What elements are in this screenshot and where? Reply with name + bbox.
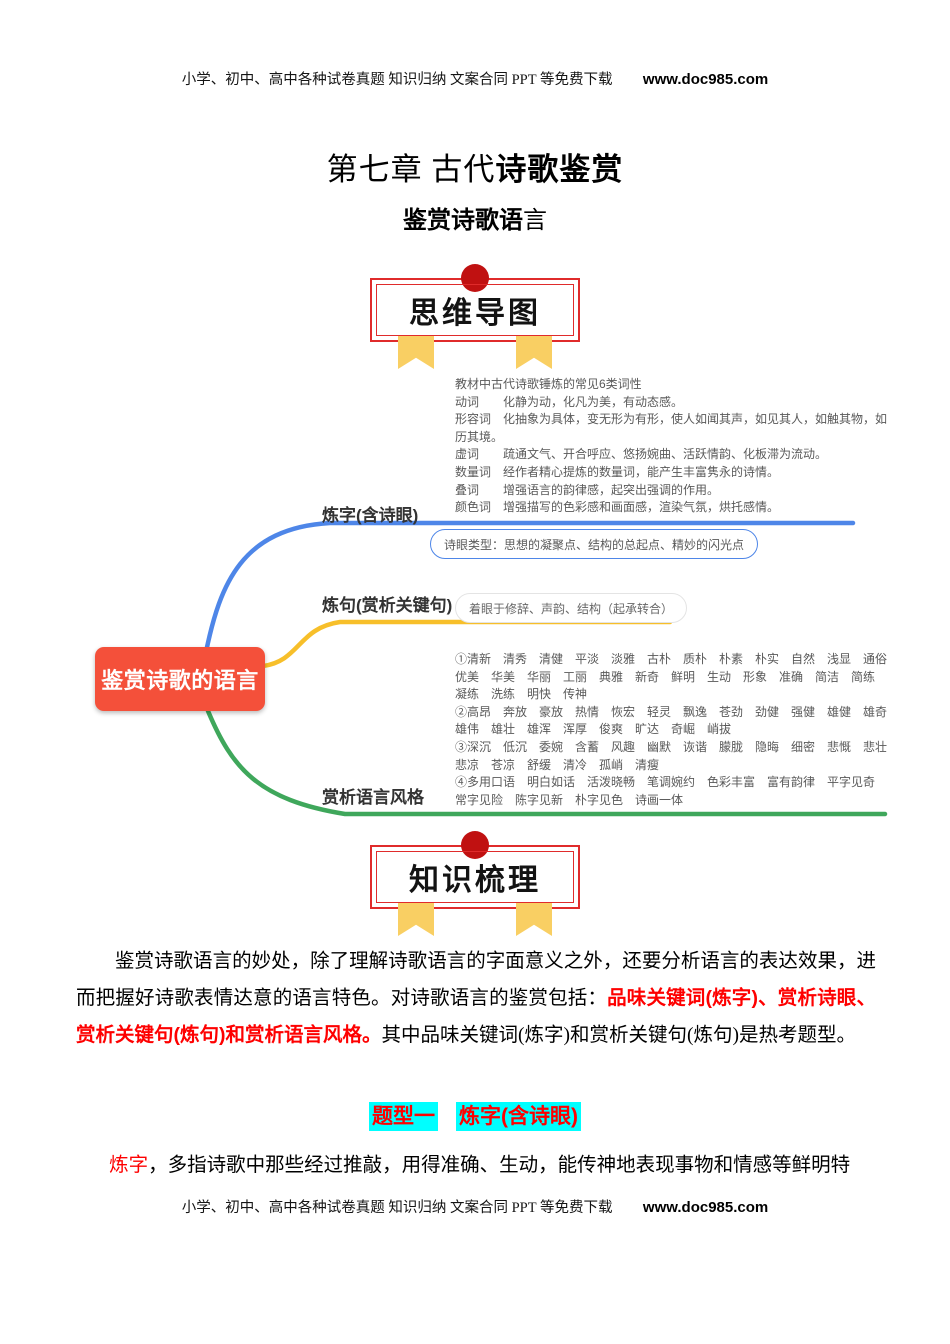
footer-promo-text: 小学、初中、高中各种试卷真题 知识归纳 文案合同 PPT 等免费下载: [181, 1200, 613, 1216]
ribbon-icon: [398, 903, 434, 936]
word-class-note-line: 形容词 化抽象为具体，变无形为有形，使人如闻其声，如见其人，如触其物，如历其境。: [455, 412, 888, 444]
lesson-subtitle-tail: 言: [523, 208, 547, 234]
style-group-line: ①清新 清秀 清健 平淡 淡雅 古朴 质朴 朴素 朴实 自然 浅显 通俗 优美 …: [455, 652, 900, 702]
intro-paragraph-tail: 其中品味关键词(炼字)和赏析关键句(炼句)是热考题型。: [381, 1025, 856, 1046]
branch-line-lianzi: [203, 520, 856, 655]
style-list: ①清新 清秀 清健 平淡 淡雅 古朴 质朴 朴素 朴实 自然 浅显 通俗 优美 …: [455, 651, 900, 809]
mindmap-branch-lines: [203, 520, 888, 817]
section-heading-number: 题型一: [369, 1102, 438, 1131]
lesson-subtitle-main: 鉴赏诗歌语: [403, 207, 523, 234]
knowledge-badge-label: 知识梳理: [376, 851, 574, 903]
word-class-note-line: 颜色词 增强描写的色彩感和画面感，渲染气氛，烘托感情。: [455, 500, 780, 515]
chapter-title-emphasis: 诗歌鉴赏: [495, 152, 624, 187]
branch-line-fengge: [205, 708, 888, 817]
style-group-line: ②高昂 奔放 豪放 热情 恢宏 轻灵 飘逸 苍劲 劲健 强健 雄健 雄奇 雄伟 …: [455, 704, 900, 737]
header-site-url: www.doc985.com: [642, 71, 769, 88]
section-heading: 题型一炼字(含诗眼): [0, 1100, 950, 1131]
ribbon-icon: [516, 336, 552, 369]
poem-eye-bubble: 诗眼类型：思想的凝聚点、结构的总起点、精妙的闪光点: [430, 529, 759, 559]
lianzi-paragraph-tail: ，多指诗歌中那些经过推敲，用得准确、生动，能传神地表现事物和情感等鲜明特: [148, 1155, 851, 1176]
badge-dot-icon: [461, 264, 489, 292]
word-class-note-line: 虚词 疏通文气、开合呼应、悠扬婉曲、活跃情韵、化板滞为流动。: [455, 447, 828, 462]
mindmap-root-node: 鉴赏诗歌的语言: [95, 647, 265, 711]
branch-label-lianzi: 炼字(含诗眼): [322, 506, 419, 525]
intro-paragraph: 鉴赏诗歌语言的妙处，除了理解诗歌语言的字面意义之外，还要分析语言的表达效果，进而…: [76, 944, 876, 1054]
mindmap-badge-label: 思维导图: [376, 284, 574, 336]
word-class-note-line: 数量词 经作者精心提炼的数量词，能产生丰富隽永的诗情。: [455, 464, 780, 479]
style-group-line: ③深沉 低沉 委婉 含蓄 风趣 幽默 诙谐 朦胧 隐晦 细密 悲慨 悲壮 悲凉 …: [455, 739, 900, 772]
footer-site-url: www.doc985.com: [642, 1199, 769, 1216]
header-promo-text: 小学、初中、高中各种试卷真题 知识归纳 文案合同 PPT 等免费下载: [181, 72, 613, 88]
knowledge-badge: 知识梳理: [370, 831, 580, 936]
lianzi-term: 炼字: [109, 1155, 149, 1176]
branch-line-lianju: [260, 619, 673, 669]
mindmap-diagram: 鉴赏诗歌的语言 炼字(含诗眼) 教材中古代诗歌锤炼的常见6类词性 动词 化静为动…: [0, 370, 950, 835]
badge-dot-icon: [461, 831, 489, 859]
mindmap-badge: 思维导图: [370, 264, 580, 369]
lianzi-paragraph: 炼字，多指诗歌中那些经过推敲，用得准确、生动，能传神地表现事物和情感等鲜明特: [76, 1148, 876, 1184]
page-header: 小学、初中、高中各种试卷真题 知识归纳 文案合同 PPT 等免费下载 www.d…: [0, 68, 950, 89]
page-footer: 小学、初中、高中各种试卷真题 知识归纳 文案合同 PPT 等免费下载 www.d…: [0, 1196, 950, 1217]
intro-paragraph-lead: 鉴赏诗歌语言的妙处，除了理解诗歌语言的字面意义之外，还要分析语言的表达效果，进而…: [76, 951, 876, 1009]
chapter-title: 第七章 古代诗歌鉴赏: [0, 144, 950, 189]
lesson-subtitle: 鉴赏诗歌语言: [0, 200, 950, 235]
word-class-note-line: 动词 化静为动，化凡为美，有动态感。: [455, 394, 684, 409]
word-class-notes: 教材中古代诗歌锤炼的常见6类词性 动词 化静为动，化凡为美，有动态感。形容词 化…: [455, 376, 889, 517]
word-class-note-line: 叠词 增强语言的韵律感，起突出强调的作用。: [455, 482, 720, 497]
word-class-notes-title: 教材中古代诗歌锤炼的常见6类词性: [455, 377, 642, 391]
ribbon-icon: [398, 336, 434, 369]
style-group-line: ④多用口语 明白如话 活泼晓畅 笔调婉约 色彩丰富 富有韵律 平字见奇 常字见险…: [455, 775, 888, 807]
sentence-focus-bubble: 着眼于修辞、声韵、结构（起承转合）: [455, 593, 688, 623]
branch-label-lianju: 炼句(赏析关键句): [322, 596, 453, 615]
branch-label-fengge: 赏析语言风格: [322, 788, 424, 807]
section-heading-name: 炼字(含诗眼): [456, 1102, 581, 1131]
chapter-title-prefix: 第七章 古代: [326, 152, 496, 187]
intro-paragraph-keypoints: 品味关键词(炼字)、赏析诗眼、赏析关键句(炼句)和赏析语言风格。: [76, 987, 876, 1046]
ribbon-icon: [516, 903, 552, 936]
